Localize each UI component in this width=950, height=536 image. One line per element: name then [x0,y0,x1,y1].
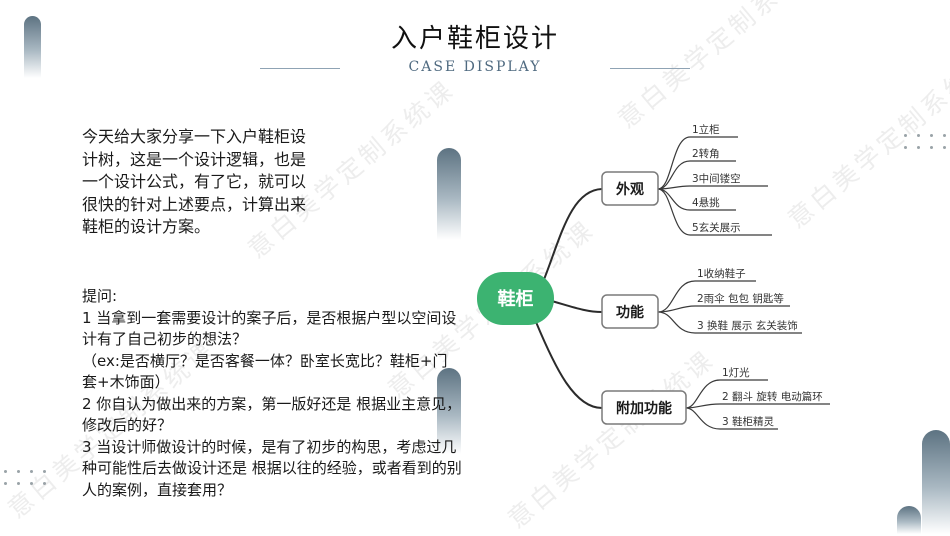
branch-label: 功能 [616,304,644,321]
center-node [477,272,554,325]
leaf-label: 1灯光 [722,366,750,379]
center-node-label: 鞋柜 [498,288,534,310]
connector-line [685,379,768,409]
questions-heading: 提问: [82,287,118,305]
branch-node-appearance [601,171,659,206]
leaf-label: 3中间镂空 [692,172,741,185]
page-subtitle: CASE DISPLAY [408,59,542,75]
leaf-label: 3 鞋柜精灵 [722,415,775,428]
leaf-label: 2雨伞 包包 钥匙等 [697,292,784,305]
decor-pill-top-left [24,16,41,78]
connector-line [657,311,802,334]
branch-node-function [601,294,659,329]
branch-label: 外观 [616,181,644,198]
page-title: 入户鞋柜设计 [390,24,559,54]
intro-paragraph: 今天给大家分享一下入户鞋柜设计树，这是一个设计逻辑，也是一个设计公式，有了它，就… [82,127,307,236]
leaf-label: 5玄关展示 [692,221,741,234]
decor-pill-mid-center [437,368,461,454]
connector-line [685,403,830,409]
connector-line [685,407,778,430]
connector-line [547,299,603,313]
decor-dots-left [4,470,47,485]
connector-line [657,280,756,313]
leaf-label: 1立柜 [692,123,720,136]
decor-pill-mid-right [437,148,461,240]
branch-node-extra-function [601,390,687,425]
leaf-label: 3 换鞋 展示 玄关装饰 [697,319,798,332]
question-line: 1 当拿到一套需要设计的案子后，是否根据户型以空间设计有了自己初步的想法？ [82,308,457,349]
leaf-label: 4悬挑 [692,196,720,209]
leaf-label: 2转角 [692,147,720,160]
question-line: 3 当设计师做设计的时候，是有了初步的构思，考虑过几种可能性后去做设计还是 根据… [82,437,462,499]
decor-pill-bottom-right-small [897,506,921,534]
title-divider-right [610,68,690,69]
connector-line [535,321,603,409]
connector-line [542,188,603,283]
title-divider-left [260,68,340,69]
branch-label: 附加功能 [616,400,672,417]
question-line: （ex:是否横厅？是否客餐一体？卧室长宽比？鞋柜+门套+木饰面） [82,351,448,392]
leaf-label: 2 翻斗 旋转 电动篇环 [722,390,823,403]
decor-pill-bottom-right [922,430,950,534]
connector-line [657,188,772,236]
connector-line [657,305,790,313]
questions-block: 提问: 1 当拿到一套需要设计的案子后，是否根据户型以空间设计有了自己初步的想法… [82,286,462,501]
question-line: 2 你自认为做出来的方案，第一版好还是 根据业主意见，修改后的好？ [82,394,462,435]
connector-line [657,160,736,190]
connector-line [657,185,768,190]
connector-line [657,136,738,190]
leaf-label: 1收纳鞋子 [697,267,746,280]
decor-dots-right [904,134,947,149]
